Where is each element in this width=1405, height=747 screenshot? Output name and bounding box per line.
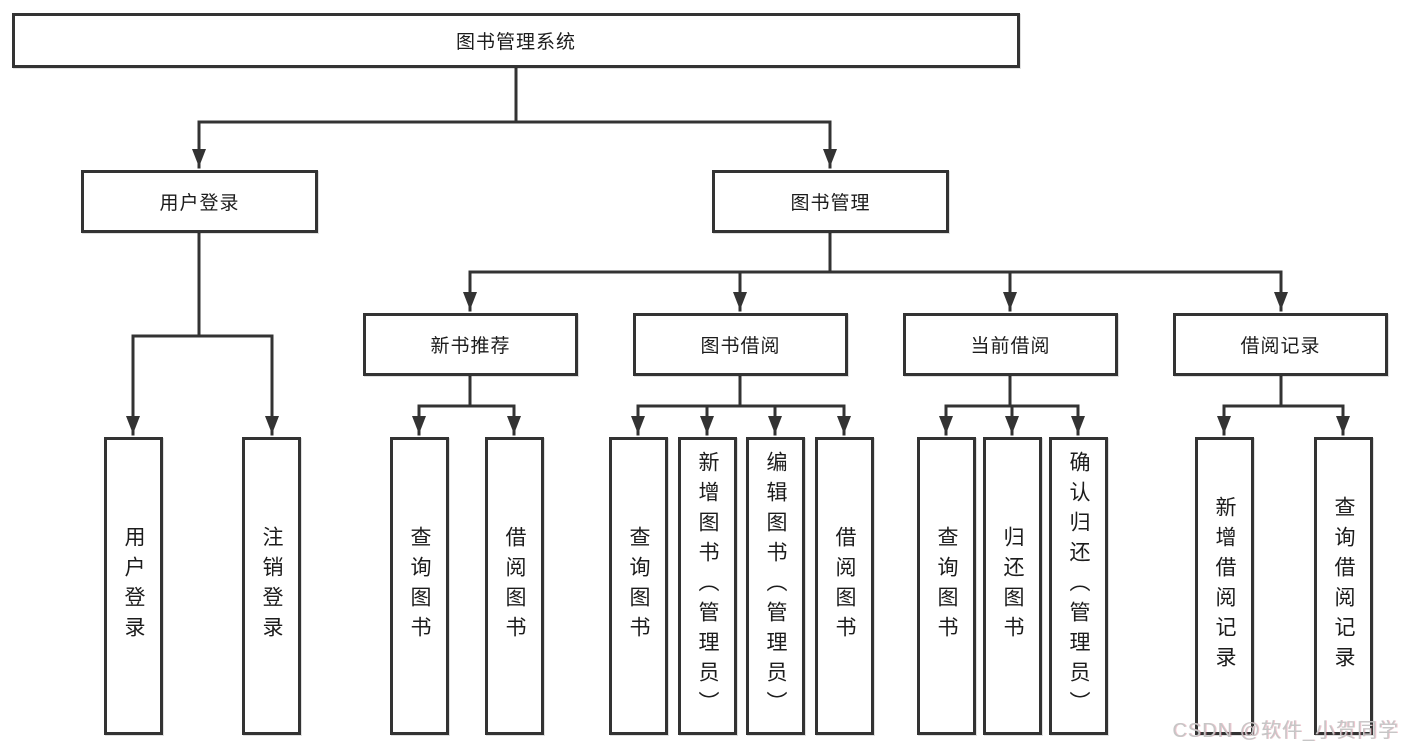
leaf-cb-confirm-return: 确认归还（管理员） (1049, 437, 1108, 735)
node-book-mgmt: 图书管理 (712, 170, 949, 233)
leaf-br-add-record-label: 新增借阅记录 (1213, 496, 1236, 676)
leaf-logout: 注销登录 (242, 437, 301, 735)
leaf-bb-query-book-label: 查询图书 (627, 526, 650, 646)
leaf-logout-label: 注销登录 (260, 526, 283, 646)
leaf-bb-add-book-label: 新增图书（管理员） (696, 451, 719, 721)
node-user-login: 用户登录 (81, 170, 318, 233)
leaf-nb-borrow-book: 借阅图书 (485, 437, 544, 735)
leaf-bb-borrow-book-label: 借阅图书 (833, 526, 856, 646)
node-borrow-records: 借阅记录 (1173, 313, 1388, 376)
node-current-borrow: 当前借阅 (903, 313, 1118, 376)
node-root-label: 图书管理系统 (455, 32, 576, 53)
leaf-br-add-record: 新增借阅记录 (1195, 437, 1254, 735)
node-user-login-label: 用户登录 (159, 193, 240, 214)
node-book-borrow-label: 图书借阅 (700, 336, 781, 357)
node-new-books: 新书推荐 (363, 313, 578, 376)
leaf-bb-add-book: 新增图书（管理员） (678, 437, 737, 735)
leaf-br-query-record: 查询借阅记录 (1314, 437, 1373, 735)
leaf-nb-query-book: 查询图书 (390, 437, 449, 735)
leaf-cb-confirm-return-label: 确认归还（管理员） (1067, 451, 1090, 721)
leaf-nb-query-book-label: 查询图书 (408, 526, 431, 646)
leaf-bb-edit-book-label: 编辑图书（管理员） (764, 451, 787, 721)
node-current-borrow-label: 当前借阅 (970, 336, 1051, 357)
node-root: 图书管理系统 (12, 13, 1020, 68)
leaf-bb-edit-book: 编辑图书（管理员） (746, 437, 805, 735)
leaf-nb-borrow-book-label: 借阅图书 (503, 526, 526, 646)
node-new-books-label: 新书推荐 (430, 336, 511, 357)
node-book-borrow: 图书借阅 (633, 313, 848, 376)
leaf-cb-return-book: 归还图书 (983, 437, 1042, 735)
leaf-cb-query-book: 查询图书 (917, 437, 976, 735)
node-book-mgmt-label: 图书管理 (790, 193, 871, 214)
leaf-user-login-label: 用户登录 (122, 526, 145, 646)
leaf-bb-borrow-book: 借阅图书 (815, 437, 874, 735)
node-borrow-records-label: 借阅记录 (1240, 336, 1321, 357)
leaf-br-query-record-label: 查询借阅记录 (1332, 496, 1355, 676)
leaf-cb-return-book-label: 归还图书 (1001, 526, 1024, 646)
leaf-cb-query-book-label: 查询图书 (935, 526, 958, 646)
leaf-user-login: 用户登录 (104, 437, 163, 735)
leaf-bb-query-book: 查询图书 (609, 437, 668, 735)
